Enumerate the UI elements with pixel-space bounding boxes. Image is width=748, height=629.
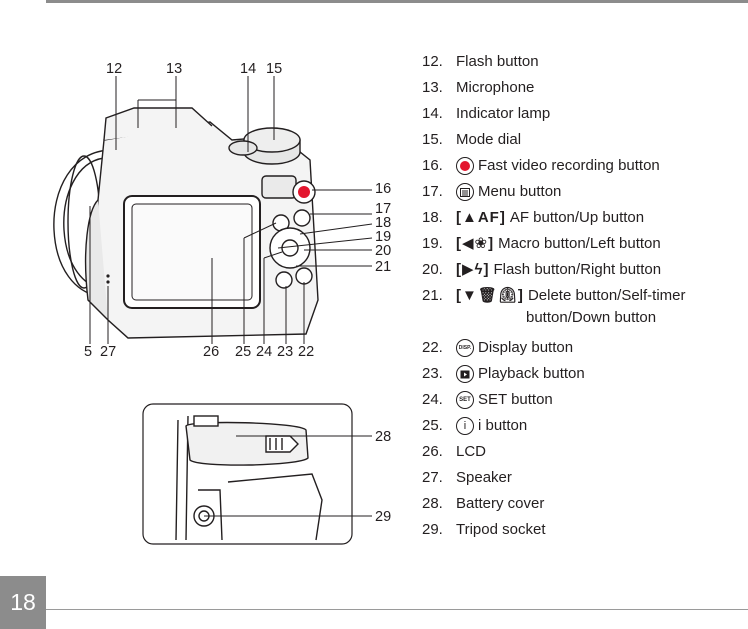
legend-item: 15. Mode dial (422, 131, 522, 148)
callout-5: 5 (84, 344, 92, 360)
legend-label: Delete button/Self-timer (527, 287, 686, 304)
legend-label: Fast video recording button (478, 157, 660, 174)
legend-label: Display button (478, 339, 574, 356)
callout-24: 24 (256, 344, 272, 360)
legend-item: 28. Battery cover (422, 495, 545, 512)
legend-item: 19. [◀❀] Macro button/Left button (422, 235, 661, 252)
legend-item: 20. [▶ϟ] Flash button/Right button (422, 261, 662, 278)
legend-label: Speaker (456, 469, 512, 486)
legend-item: 24. SET SET button (422, 391, 553, 409)
callout-15: 15 (266, 61, 282, 77)
callout-20: 20 (375, 243, 391, 259)
callout-14: 14 (240, 61, 256, 77)
legend-item: 27. Speaker (422, 469, 512, 486)
info-icon: i (456, 417, 474, 435)
legend-label: SET button (478, 391, 553, 408)
legend-item: 16. Fast video recording button (422, 157, 660, 175)
top-rule (46, 0, 748, 3)
legend-label: i button (478, 417, 528, 434)
legend-label: Battery cover (456, 495, 545, 512)
parts-legend: 12. Flash button 13. Microphone 14. Indi… (422, 52, 742, 546)
legend-label: Indicator lamp (456, 105, 551, 122)
lower-leaders (204, 435, 372, 517)
callout-16: 16 (375, 181, 391, 197)
legend-item: 17. Menu button (422, 183, 562, 201)
legend-item: 26. LCD (422, 443, 487, 460)
legend-label: Menu button (478, 183, 562, 200)
legend-label: Tripod socket (456, 521, 546, 538)
legend-label: Mode dial (456, 131, 522, 148)
page-number: 18 (0, 576, 46, 629)
callout-12: 12 (106, 61, 122, 77)
flash-right-icon: [▶ϟ] (456, 261, 490, 278)
legend-label: LCD (456, 443, 487, 460)
record-dot-icon (456, 157, 474, 175)
camera-bottom-illustration (142, 403, 353, 545)
legend-item: 23. Playback button (422, 365, 585, 383)
playback-icon (456, 365, 474, 383)
callout-22: 22 (298, 344, 314, 360)
callout-21: 21 (375, 259, 391, 275)
legend-item: 21. [▼🗑⏲] Delete button/Self-timer butto… (422, 287, 686, 326)
callout-17: 17 (375, 201, 391, 217)
legend-item: 12. Flash button (422, 53, 539, 70)
legend-label: Playback button (478, 365, 585, 382)
menu-icon (456, 183, 474, 201)
callout-23: 23 (277, 344, 293, 360)
macro-left-icon: [◀❀] (456, 235, 495, 252)
callout-labels: 12 13 14 15 16 17 18 19 20 21 5 27 26 25… (84, 61, 391, 525)
bottom-rule (46, 609, 748, 610)
legend-label: Flash button (456, 53, 539, 70)
camera-rear-illustration (53, 107, 319, 339)
callout-19: 19 (375, 229, 391, 245)
callout-27: 27 (100, 344, 116, 360)
callout-13: 13 (166, 61, 182, 77)
legend-item: 29. Tripod socket (422, 521, 546, 538)
legend-item: 14. Indicator lamp (422, 105, 551, 122)
callout-26: 26 (203, 344, 219, 360)
set-icon: SET (456, 391, 474, 409)
callout-18: 18 (375, 215, 391, 231)
legend-label: Microphone (456, 79, 535, 96)
legend-item: 18. [▲AF] AF button/Up button (422, 209, 645, 226)
callout-28: 28 (375, 429, 391, 445)
legend-label: Macro button/Left button (498, 235, 661, 252)
callout-leaders (89, 76, 373, 344)
callout-25: 25 (235, 344, 251, 360)
legend-label: AF button/Up button (509, 209, 645, 226)
legend-item: 13. Microphone (422, 79, 535, 96)
af-up-icon: [▲AF] (456, 209, 506, 226)
legend-item: 22. DISP. Display button (422, 339, 574, 357)
delete-timer-down-icon: [▼🗑⏲] (456, 287, 524, 304)
callout-29: 29 (375, 509, 391, 525)
disp-icon: DISP. (456, 339, 474, 357)
camera-diagram: 12 13 14 15 16 17 18 19 20 21 5 27 26 25… (53, 61, 391, 545)
legend-label: Flash button/Right button (493, 261, 662, 278)
legend-item: 25. i i button (422, 417, 528, 435)
legend-label-continued: button/Down button (526, 309, 657, 326)
